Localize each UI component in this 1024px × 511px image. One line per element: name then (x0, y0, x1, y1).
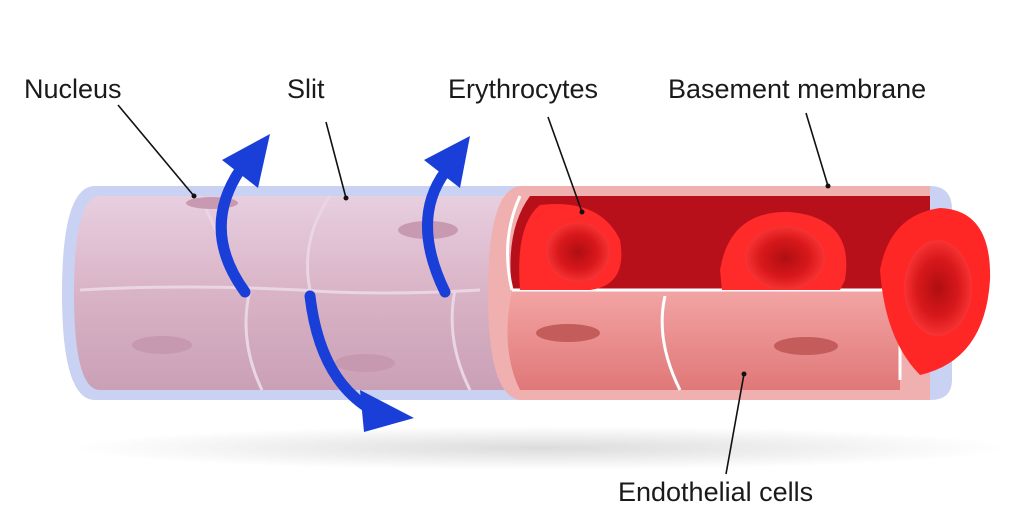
label-endothelial-cells: Endothelial cells (618, 477, 814, 507)
label-nucleus: Nucleus (24, 74, 122, 104)
label-basement-membrane: Basement membrane (668, 74, 927, 104)
up-arrow-icon (215, 134, 270, 298)
erythrocyte-2 (720, 211, 847, 290)
leader-lines (117, 104, 829, 475)
leader-endothelial-cells (725, 373, 745, 475)
leader-erythrocytes (547, 116, 583, 213)
leader-slit (325, 121, 347, 199)
label-erythrocytes: Erythrocytes (448, 74, 599, 104)
erythrocyte-1 (519, 204, 622, 290)
nucleus-4 (335, 354, 395, 372)
leader-nucleus (117, 104, 195, 197)
nucleus-3 (132, 336, 192, 354)
erythrocyte-3 (880, 208, 991, 375)
leader-basement-membrane (805, 112, 829, 187)
cut-endothelium (507, 290, 900, 390)
down-arrow-icon (304, 290, 414, 432)
nucleus-5 (536, 324, 600, 342)
ground-shadow (70, 426, 1010, 470)
up-arrow-icon (422, 136, 470, 298)
label-slit: Slit (287, 74, 325, 104)
nucleus-6 (774, 337, 838, 355)
